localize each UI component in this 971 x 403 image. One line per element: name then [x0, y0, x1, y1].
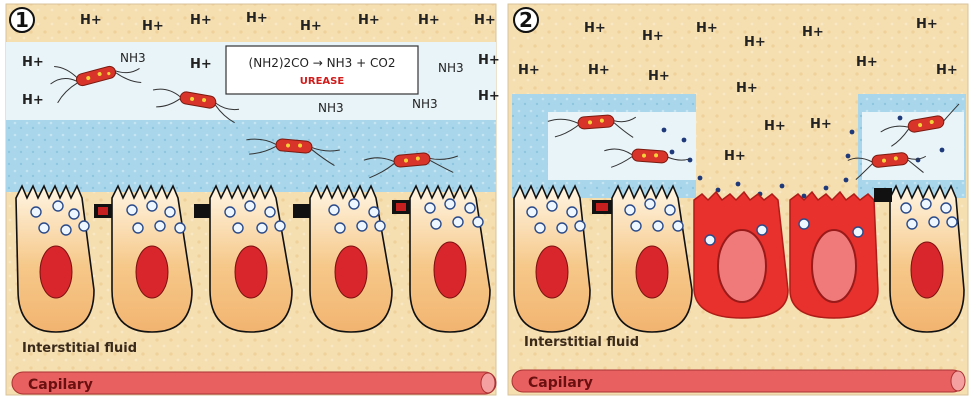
- proton-label: H+: [142, 19, 164, 34]
- panel-2: 2 H+ H+ H+ H+ H+ H+ H+ H+ H+ H+ H+ H+ H+…: [508, 4, 968, 395]
- urea-reaction-equation: (NH2)2CO → NH3 + CO2: [249, 56, 396, 70]
- ammonia-label: NH3: [438, 61, 464, 75]
- proton-label: H+: [518, 63, 540, 78]
- capillary-label: Capilary: [28, 377, 93, 393]
- proton-label: H+: [478, 53, 500, 68]
- panel-1: 1 H+ H+ H+ H+ H+ H+ H+ H+ H+ H+ H+ H+ H+…: [6, 4, 500, 395]
- damaged-epithelial-cell: [790, 192, 878, 318]
- proton-label: H+: [246, 11, 268, 26]
- proton-label: H+: [916, 17, 938, 32]
- interstitial-fluid-label: Interstitial fluid: [524, 335, 639, 350]
- panel-1-number: 1: [15, 8, 29, 32]
- proton-label: H+: [190, 13, 212, 28]
- proton-label: H+: [22, 93, 44, 108]
- proton-label: H+: [744, 35, 766, 50]
- ammonia-label: NH3: [318, 101, 344, 115]
- proton-label: H+: [810, 117, 832, 132]
- proton-label: H+: [696, 21, 718, 36]
- capillary-opening: [481, 373, 495, 393]
- ammonia-label: NH3: [120, 51, 146, 65]
- proton-label: H+: [802, 25, 824, 40]
- proton-label: H+: [588, 63, 610, 78]
- proton-label: H+: [22, 55, 44, 70]
- proton-label: H+: [474, 13, 496, 28]
- proton-label: H+: [190, 57, 212, 72]
- epithelial-cell-layer: [514, 186, 964, 332]
- proton-label: H+: [418, 13, 440, 28]
- panel-2-number: 2: [519, 8, 533, 32]
- proton-label: H+: [764, 119, 786, 134]
- interstitial-fluid-label: Interstitial fluid: [22, 341, 137, 356]
- proton-label: H+: [478, 89, 500, 104]
- proton-label: H+: [856, 55, 878, 70]
- capillary-label: Capilary: [528, 375, 593, 391]
- proton-label: H+: [648, 69, 670, 84]
- proton-label: H+: [300, 19, 322, 34]
- proton-label: H+: [80, 13, 102, 28]
- proton-label: H+: [642, 29, 664, 44]
- proton-label: H+: [936, 63, 958, 78]
- ammonia-label: NH3: [412, 97, 438, 111]
- proton-label: H+: [736, 81, 758, 96]
- damaged-epithelial-cell: [694, 192, 788, 318]
- urease-label: UREASE: [300, 76, 345, 87]
- proton-label: H+: [584, 21, 606, 36]
- proton-label: H+: [358, 13, 380, 28]
- proton-label: H+: [724, 149, 746, 164]
- capillary-opening: [951, 371, 965, 391]
